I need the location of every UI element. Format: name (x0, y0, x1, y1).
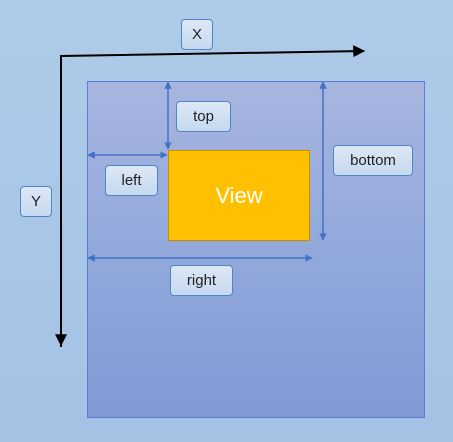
x-axis-label: X (181, 19, 213, 50)
left-label: left (105, 165, 158, 196)
right-label: right (170, 265, 233, 296)
y-axis-label: Y (20, 186, 52, 217)
parent-container (87, 81, 425, 418)
top-label: top (176, 101, 231, 132)
x-axis-arrow (60, 45, 366, 347)
view-box: View (168, 150, 310, 241)
bottom-label: bottom (333, 145, 413, 176)
view-label: View (215, 182, 263, 208)
